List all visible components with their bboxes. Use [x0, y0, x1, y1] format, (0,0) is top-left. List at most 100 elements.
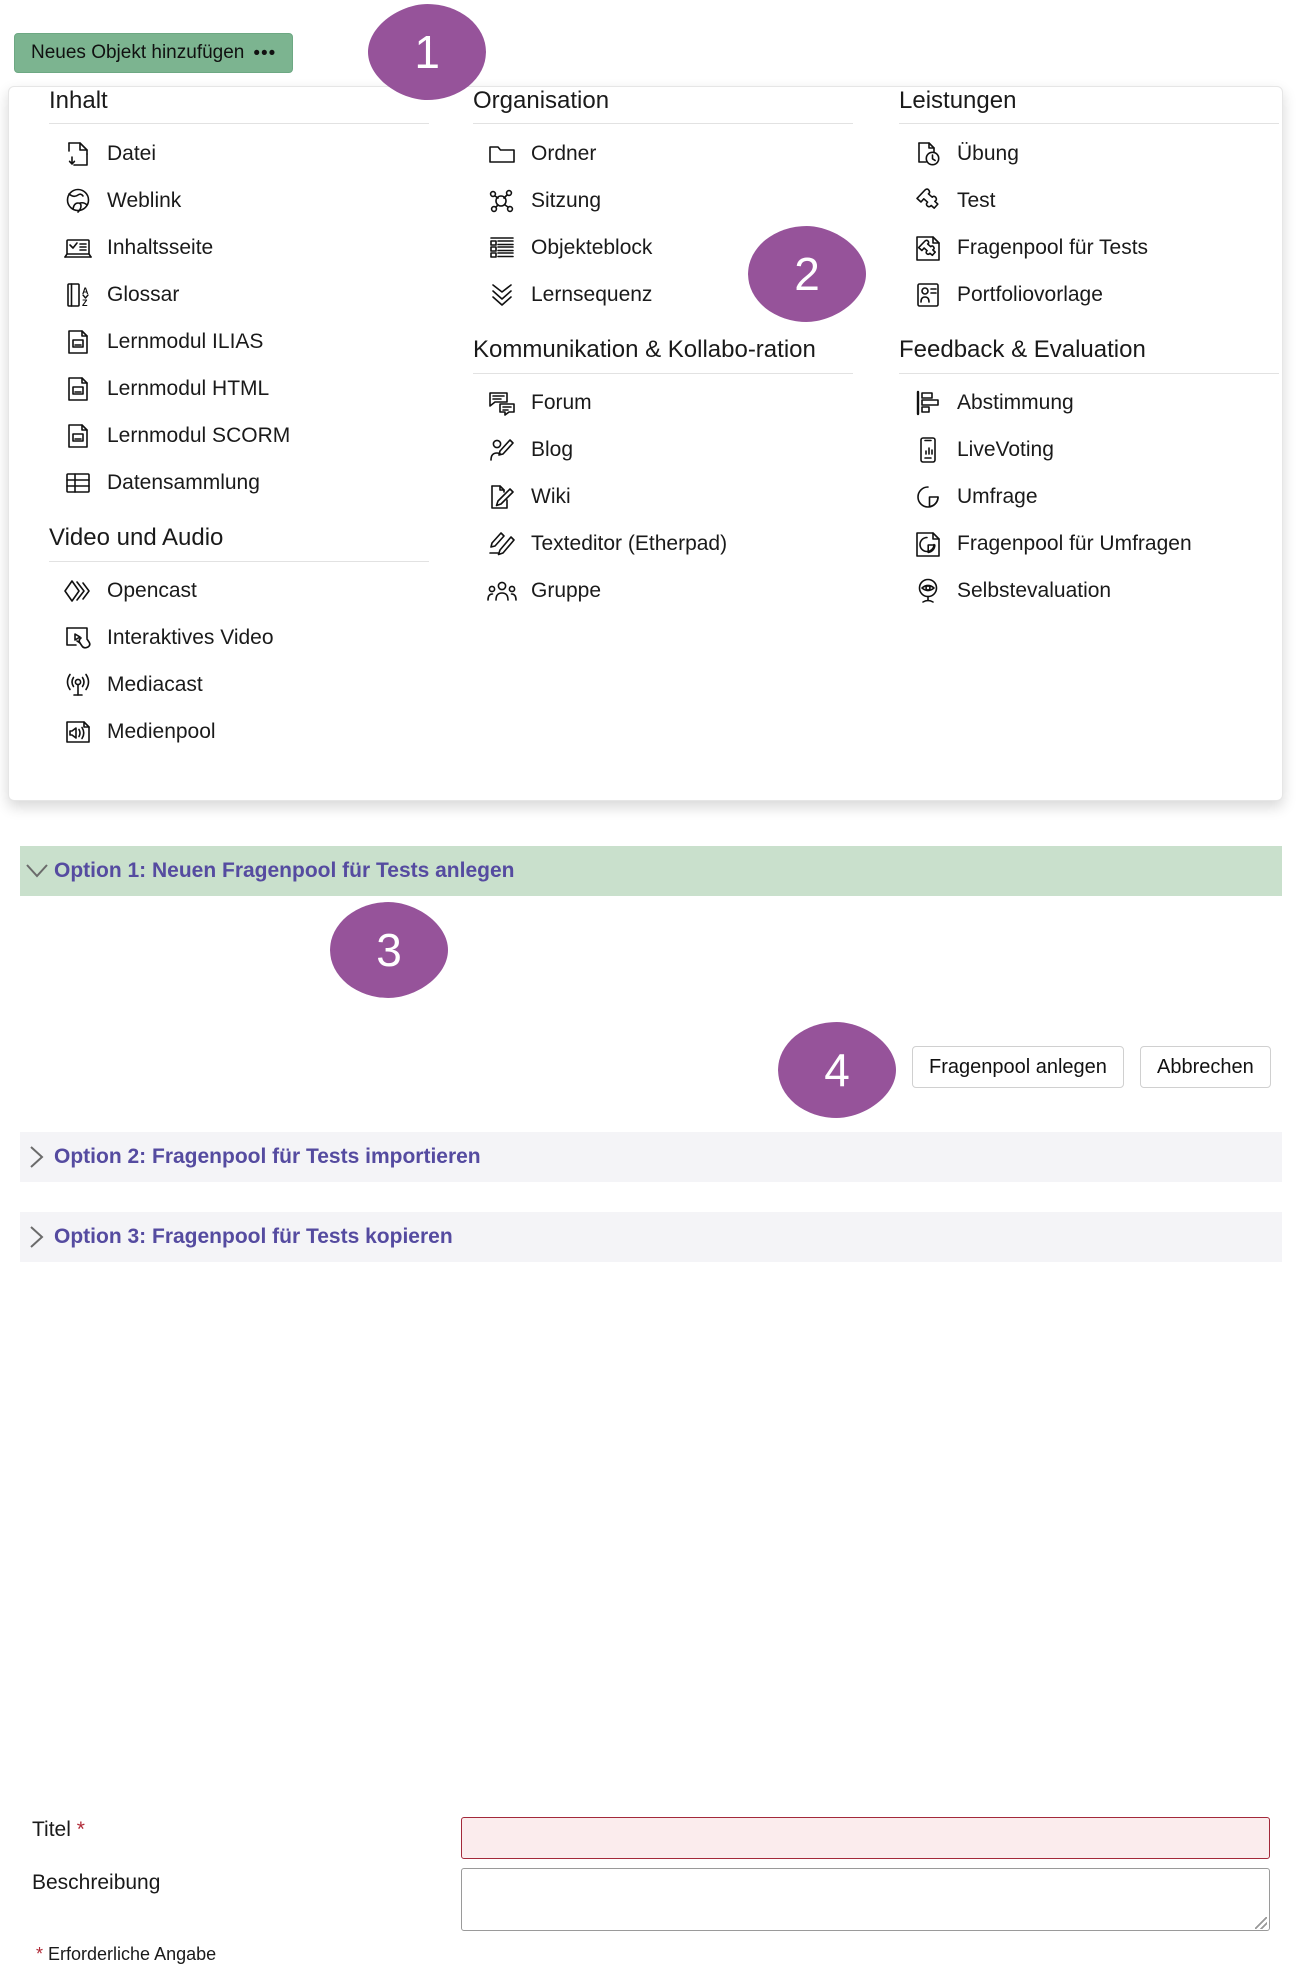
- menu-item-blog[interactable]: Blog: [473, 427, 853, 474]
- menu-item-livevoting[interactable]: LiveVoting: [899, 427, 1279, 474]
- menu-item-label: Umfrage: [957, 485, 1038, 509]
- menu-item-forum[interactable]: Forum: [473, 380, 853, 427]
- file-download-icon: [63, 139, 93, 169]
- learning-sequence-chevrons-icon: [487, 280, 517, 310]
- menu-group-title: Leistungen: [899, 87, 1017, 114]
- menu-item-weblink[interactable]: Weblink: [49, 177, 429, 224]
- cancel-label: Abbrechen: [1157, 1055, 1254, 1078]
- menu-item-label: Medienpool: [107, 720, 216, 744]
- menu-item-label: Abstimmung: [957, 391, 1074, 415]
- menu-item-lernmodul-ilias[interactable]: Lernmodul ILIAS: [49, 318, 429, 365]
- menu-item-label: LiveVoting: [957, 438, 1054, 462]
- interactive-video-icon: [63, 623, 93, 653]
- object-block-list-icon: [487, 233, 517, 263]
- secondary-toolbar-label: alten: [393, 42, 435, 63]
- divider: [473, 123, 853, 125]
- menu-item-label: Test: [957, 188, 996, 212]
- menu-item-wiki[interactable]: Wiki: [473, 474, 853, 521]
- create-question-pool-button[interactable]: Fragenpool anlegen: [912, 1046, 1124, 1088]
- menu-item-label: Lernmodul HTML: [107, 376, 270, 400]
- menu-item-texteditor-etherpad[interactable]: Texteditor (Etherpad): [473, 521, 853, 568]
- menu-item-label: Glossar: [107, 282, 180, 306]
- menu-item-inhaltsseite[interactable]: Inhaltsseite: [49, 224, 429, 271]
- content-page-icon: [63, 233, 93, 263]
- wiki-page-pencil-icon: [487, 482, 517, 512]
- poll-bars-icon: [913, 388, 943, 418]
- title-field-label: Titel *: [32, 1818, 85, 1842]
- title-label-text: Titel: [32, 1818, 71, 1841]
- self-evaluation-eye-icon: [913, 576, 943, 606]
- secondary-toolbar-button[interactable]: alten: [378, 33, 450, 73]
- learning-module-icon: [63, 327, 93, 357]
- menu-item-fragenpool-f-r-tests[interactable]: Fragenpool für Tests: [899, 224, 1279, 271]
- learning-module-icon: [63, 374, 93, 404]
- menu-item-label: Portfoliovorlage: [957, 282, 1103, 306]
- menu-item-umfrage[interactable]: Umfrage: [899, 474, 1279, 521]
- create-question-pool-label: Fragenpool anlegen: [929, 1055, 1107, 1078]
- required-hint-asterisk: *: [36, 1944, 44, 1964]
- accordion-header-option-3[interactable]: Option 3: Fragenpool für Tests kopieren: [20, 1212, 1282, 1262]
- menu-item-interaktives-video[interactable]: Interaktives Video: [49, 615, 429, 662]
- chevron-right-icon: [20, 1226, 54, 1248]
- accordion-header-option-1[interactable]: Option 1: Neuen Fragenpool für Tests anl…: [20, 846, 1282, 896]
- menu-item-lernsequenz[interactable]: Lernsequenz: [473, 271, 853, 318]
- menu-item-label: Forum: [531, 391, 592, 415]
- svg-text:A: A: [82, 286, 89, 296]
- menu-item-datensammlung[interactable]: Datensammlung: [49, 459, 429, 506]
- description-field-label: Beschreibung: [32, 1871, 161, 1894]
- menu-item-ordner[interactable]: Ordner: [473, 130, 853, 177]
- etherpad-pencil-icon: [487, 529, 517, 559]
- menu-item-sitzung[interactable]: Sitzung: [473, 177, 853, 224]
- required-asterisk: *: [76, 1818, 85, 1841]
- session-nodes-icon: [487, 186, 517, 216]
- menu-item-label: Inhaltsseite: [107, 235, 214, 259]
- group-people-icon: [487, 576, 517, 606]
- menu-item-label: Übung: [957, 141, 1019, 165]
- menu-item-medienpool[interactable]: Medienpool: [49, 709, 429, 756]
- description-textarea[interactable]: [461, 1868, 1270, 1931]
- menu-item-lernmodul-scorm[interactable]: Lernmodul SCORM: [49, 412, 429, 459]
- menu-item-bung[interactable]: Übung: [899, 130, 1279, 177]
- accordion-option-1-label: Option 1: Neuen Fragenpool für Tests anl…: [54, 859, 515, 882]
- add-new-object-button[interactable]: Neues Objekt hinzufügen •••: [14, 33, 294, 73]
- menu-item-lernmodul-html[interactable]: Lernmodul HTML: [49, 365, 429, 412]
- speaker-sound-icon: [63, 717, 93, 747]
- create-question-pool-form: Titel * Beschreibung * Erforderliche Ang…: [0, 896, 1300, 1964]
- toolbar: Neues Objekt hinzufügen ••• alten: [0, 0, 1300, 86]
- menu-group-title: Video und Audio: [49, 524, 224, 552]
- blog-person-pencil-icon: [487, 435, 517, 465]
- menu-item-gruppe[interactable]: Gruppe: [473, 568, 853, 615]
- menu-item-selbstevaluation[interactable]: Selbstevaluation: [899, 568, 1279, 615]
- question-pool-tests-icon: [913, 233, 943, 263]
- cancel-button[interactable]: Abbrechen: [1140, 1046, 1271, 1088]
- menu-item-portfoliovorlage[interactable]: Portfoliovorlage: [899, 271, 1279, 318]
- menu-item-label: Fragenpool für Umfragen: [957, 532, 1192, 556]
- menu-item-opencast[interactable]: Opencast: [49, 568, 429, 615]
- menu-item-test[interactable]: Test: [899, 177, 1279, 224]
- menu-item-datei[interactable]: Datei: [49, 130, 429, 177]
- menu-group-title: Feedback & Evaluation: [899, 336, 1146, 364]
- accordion-header-option-2[interactable]: Option 2: Fragenpool für Tests importier…: [20, 1132, 1282, 1182]
- menu-group-title: Organisation: [473, 87, 610, 114]
- menu-item-label: Gruppe: [531, 579, 602, 603]
- globe-link-icon: [63, 186, 93, 216]
- menu-item-mediacast[interactable]: Mediacast: [49, 662, 429, 709]
- menu-item-fragenpool-f-r-umfragen[interactable]: Fragenpool für Umfragen: [899, 521, 1279, 568]
- menu-item-label: Lernsequenz: [531, 282, 653, 306]
- menu-item-label: Wiki: [531, 485, 571, 509]
- menu-item-abstimmung[interactable]: Abstimmung: [899, 380, 1279, 427]
- menu-item-label: Mediacast: [107, 673, 203, 697]
- menu-item-objekteblock[interactable]: Objekteblock: [473, 224, 853, 271]
- broadcast-icon: [63, 670, 93, 700]
- menu-group-title: Kommunikation & Kollabo-ration: [473, 336, 816, 364]
- resize-handle-icon[interactable]: [1255, 1917, 1267, 1929]
- title-input[interactable]: [461, 1817, 1270, 1859]
- menu-item-label: Sitzung: [531, 188, 602, 212]
- accordion-option-2-label: Option 2: Fragenpool für Tests importier…: [54, 1145, 481, 1168]
- menu-item-label: Lernmodul SCORM: [107, 423, 291, 447]
